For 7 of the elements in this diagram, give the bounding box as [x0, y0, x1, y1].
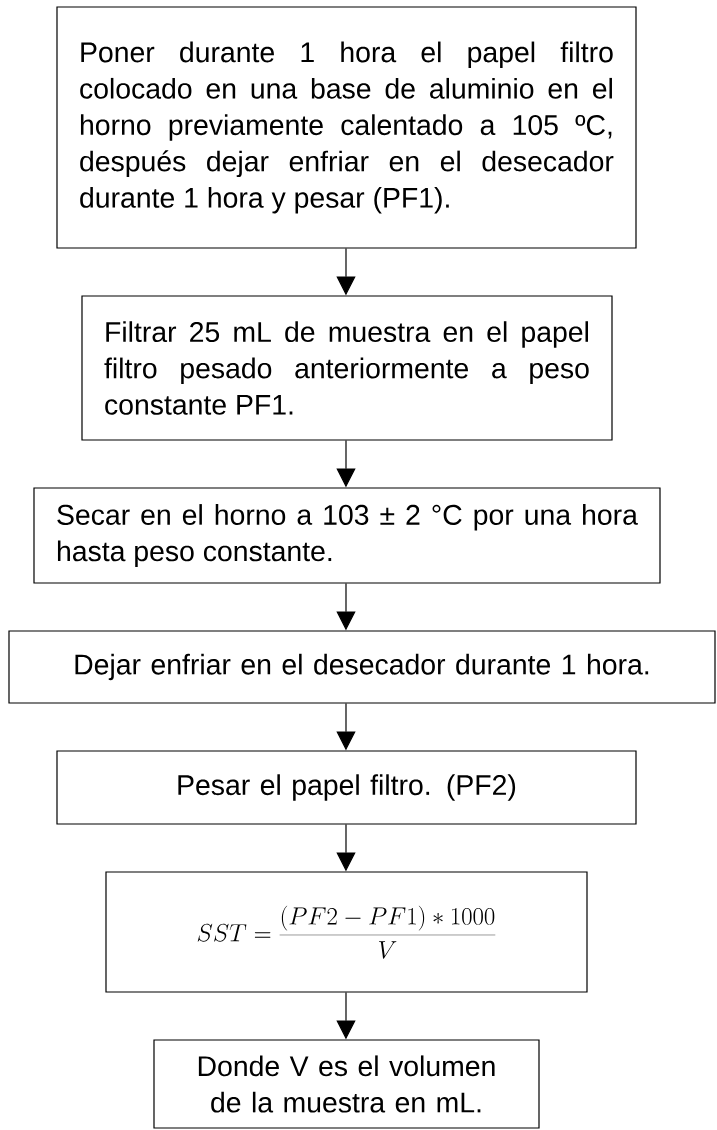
process-box: Dejar enfriar en el desecador durante 1 hora. [8, 630, 716, 704]
process-box: Donde V es el volumen de la muestra en mL. [153, 1039, 540, 1129]
process-box: Filtrar 25 mL de muestra en el papel filtro pesado anteriormente a peso constante PF1. [81, 295, 613, 441]
process-box: Pesar el papel filtro. (PF2) [56, 750, 637, 825]
process-box: Secar en el horno a 103 ± 2 °C por una hora hasta peso constante. [33, 487, 661, 584]
process-box: $SST=\frac{\left(PF2-PF1\right)*1000}{V}$ [105, 871, 588, 993]
process-box: Poner durante 1 hora el papel filtro colocado en una base de aluminio en el horno previamente calentado a 105 ºC, después dejar enfriar en el desecador durante 1 hora y pesar (PF1). [56, 6, 637, 249]
